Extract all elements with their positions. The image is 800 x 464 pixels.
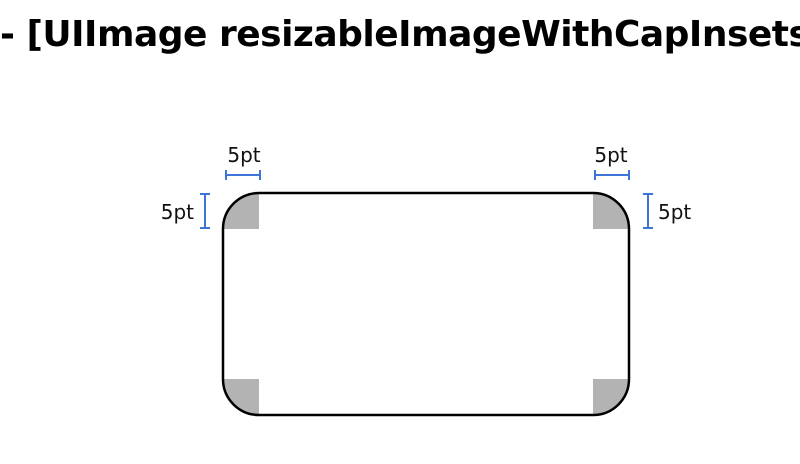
label-top-right: 5pt — [594, 143, 627, 167]
measure-top-left — [225, 170, 261, 180]
label-top-left: 5pt — [227, 143, 260, 167]
label-right: 5pt — [658, 200, 691, 224]
slide-title: - [UIImage resizableImageWithCapInsets:] — [0, 14, 800, 55]
resizable-image-outline — [221, 191, 631, 417]
measure-right — [643, 193, 653, 229]
label-left: 5pt — [161, 200, 194, 224]
measure-left — [200, 193, 210, 229]
cap-regions — [223, 193, 629, 415]
measure-top-right — [594, 170, 630, 180]
